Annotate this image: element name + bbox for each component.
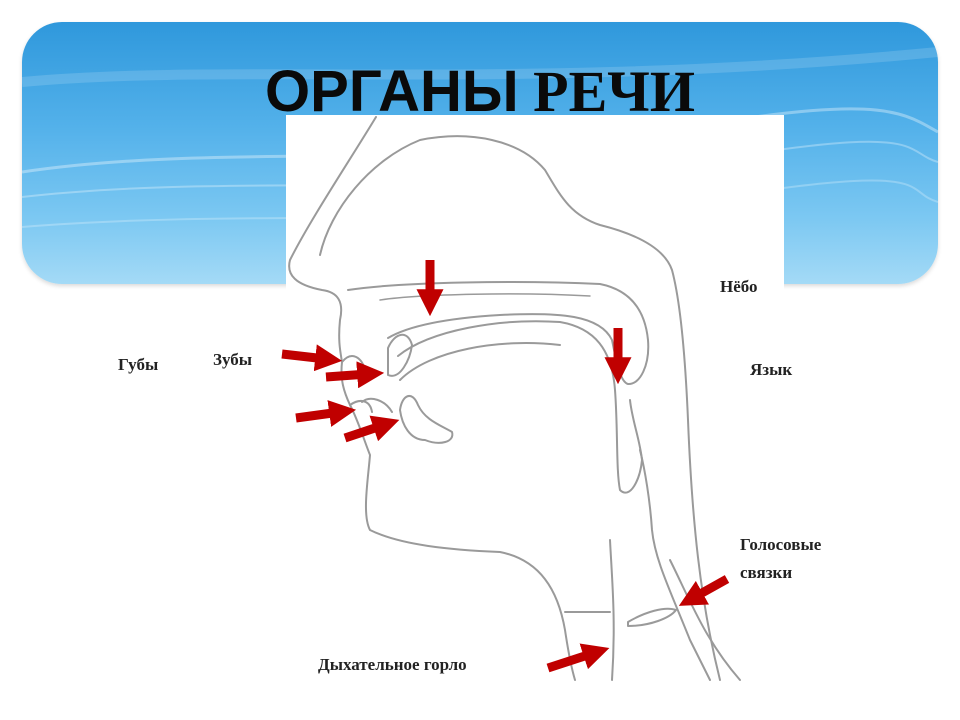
arrow-teeth-lower xyxy=(343,415,400,443)
pharynx xyxy=(639,449,711,681)
label-tongue: Язык xyxy=(750,360,793,379)
arrow-lips-lower xyxy=(295,400,357,427)
title-part-2: РЕЧИ xyxy=(533,59,695,124)
label-vocal-cords-line1: Голосовые xyxy=(740,535,822,554)
label-palate: Нёбо xyxy=(720,277,758,296)
nasal-cavity xyxy=(319,135,721,681)
page-title: ОРГАНЫ РЕЧИ xyxy=(22,58,938,125)
title-part-1: ОРГАНЫ xyxy=(265,59,519,124)
arrow-vocal-cords xyxy=(678,575,730,606)
vocal-cords xyxy=(627,607,677,627)
label-lips: Губы xyxy=(118,355,159,374)
arrow-lips-upper xyxy=(281,344,343,372)
lower-teeth xyxy=(399,395,454,444)
arrow-teeth-upper xyxy=(325,361,385,389)
label-teeth: Зубы xyxy=(213,350,253,369)
upper-teeth xyxy=(387,333,413,377)
label-vocal-cords-line2: связки xyxy=(740,563,793,582)
diagram-panel xyxy=(286,115,784,680)
label-windpipe: Дыхательное горло xyxy=(318,655,467,674)
arrow-windpipe xyxy=(546,643,610,673)
